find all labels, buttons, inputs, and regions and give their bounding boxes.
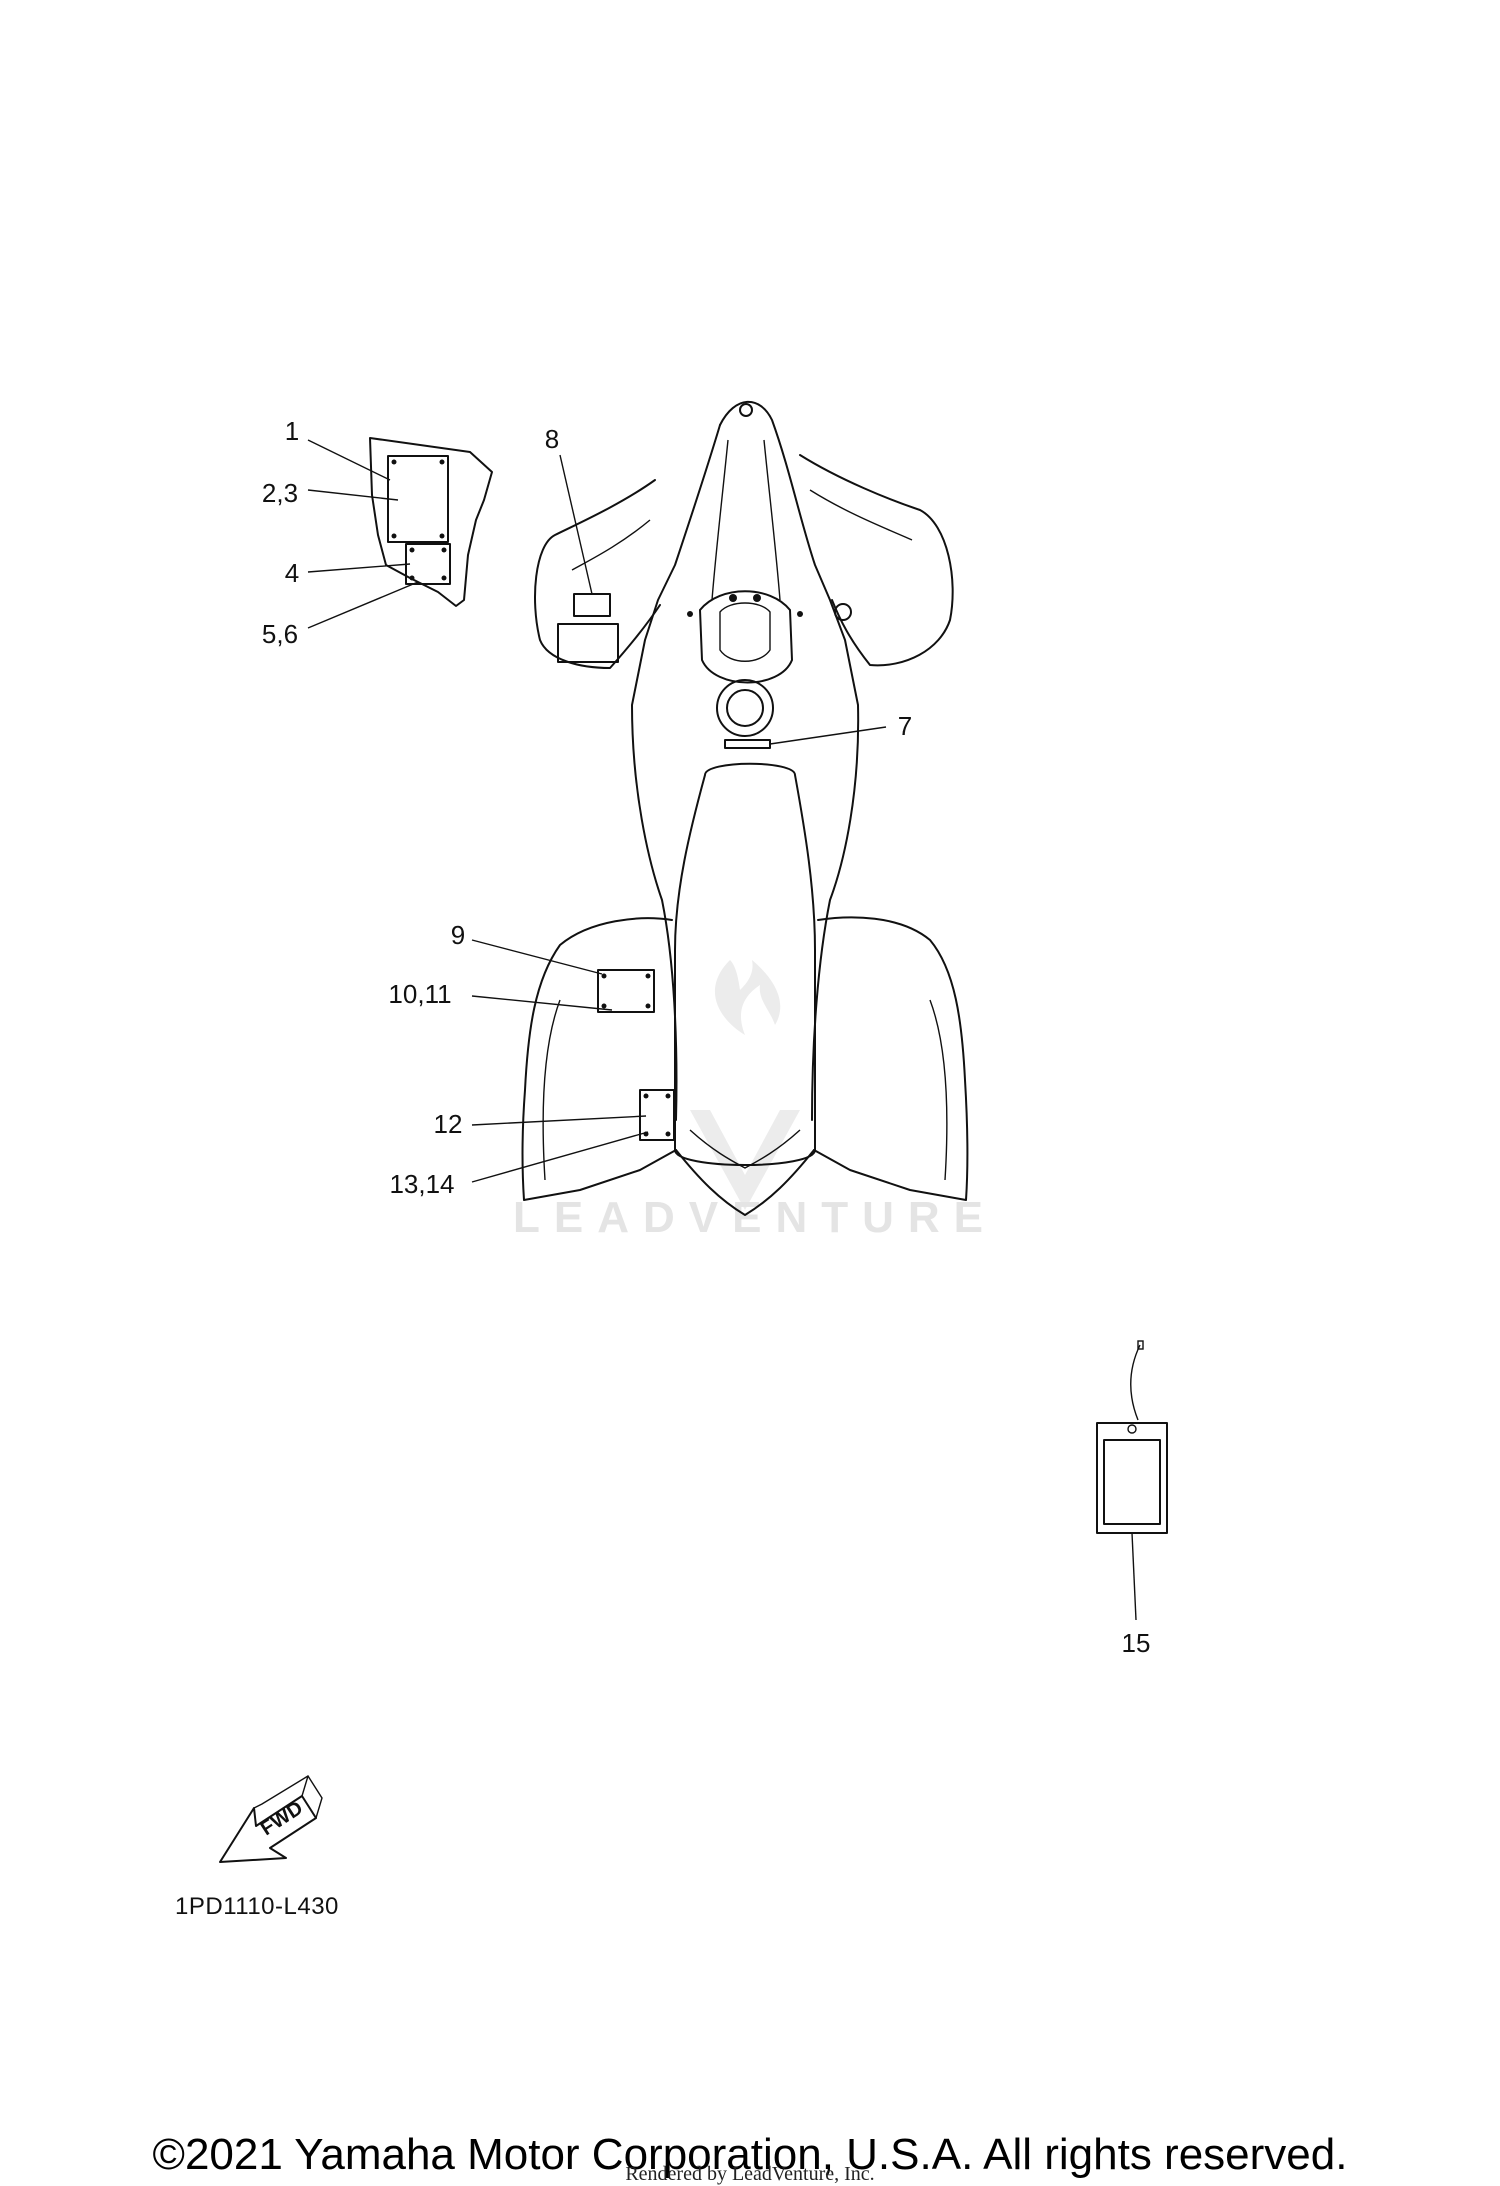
rendered-by-text: Rendered by LeadVenture, Inc. (625, 2163, 875, 2185)
decal-1 (387, 455, 449, 543)
watermark-text: LEADVENTURE (513, 1193, 997, 1242)
decal-8-lower (557, 623, 619, 663)
callout-5-6: 5,6 (262, 619, 298, 649)
decal-8-upper (573, 593, 611, 617)
fwd-arrow-icon: FWD (219, 1775, 323, 1863)
atv-body-outline (521, 400, 969, 1216)
leader-lines (307, 439, 887, 1183)
callout-7: 7 (898, 711, 912, 741)
callout-10-11: 10,11 (388, 979, 451, 1009)
callout-2-3: 2,3 (262, 478, 298, 508)
callout-1: 1 (285, 416, 299, 446)
leadventure-watermark: LEADVENTURE (513, 960, 997, 1242)
callout-labels: 1 2,3 4 5,6 8 7 9 10,11 12 13,14 15 (262, 416, 1151, 1658)
hang-tag-part (1096, 1340, 1168, 1621)
callout-9: 9 (451, 920, 465, 950)
callout-8: 8 (545, 424, 559, 454)
callout-4: 4 (285, 558, 299, 588)
callout-13-14: 13,14 (389, 1169, 454, 1199)
side-panel-part (369, 437, 493, 607)
callout-15: 15 (1122, 1628, 1151, 1658)
decal-9 (597, 969, 655, 1013)
callout-12: 12 (434, 1109, 463, 1139)
diagram-code: 1PD1110-L430 (175, 1893, 339, 1920)
decal-12 (639, 1089, 675, 1141)
copyright-text: ©2021 Yamaha Motor Corporation, U.S.A. A… (152, 2130, 1348, 2179)
decal-7 (724, 739, 771, 749)
